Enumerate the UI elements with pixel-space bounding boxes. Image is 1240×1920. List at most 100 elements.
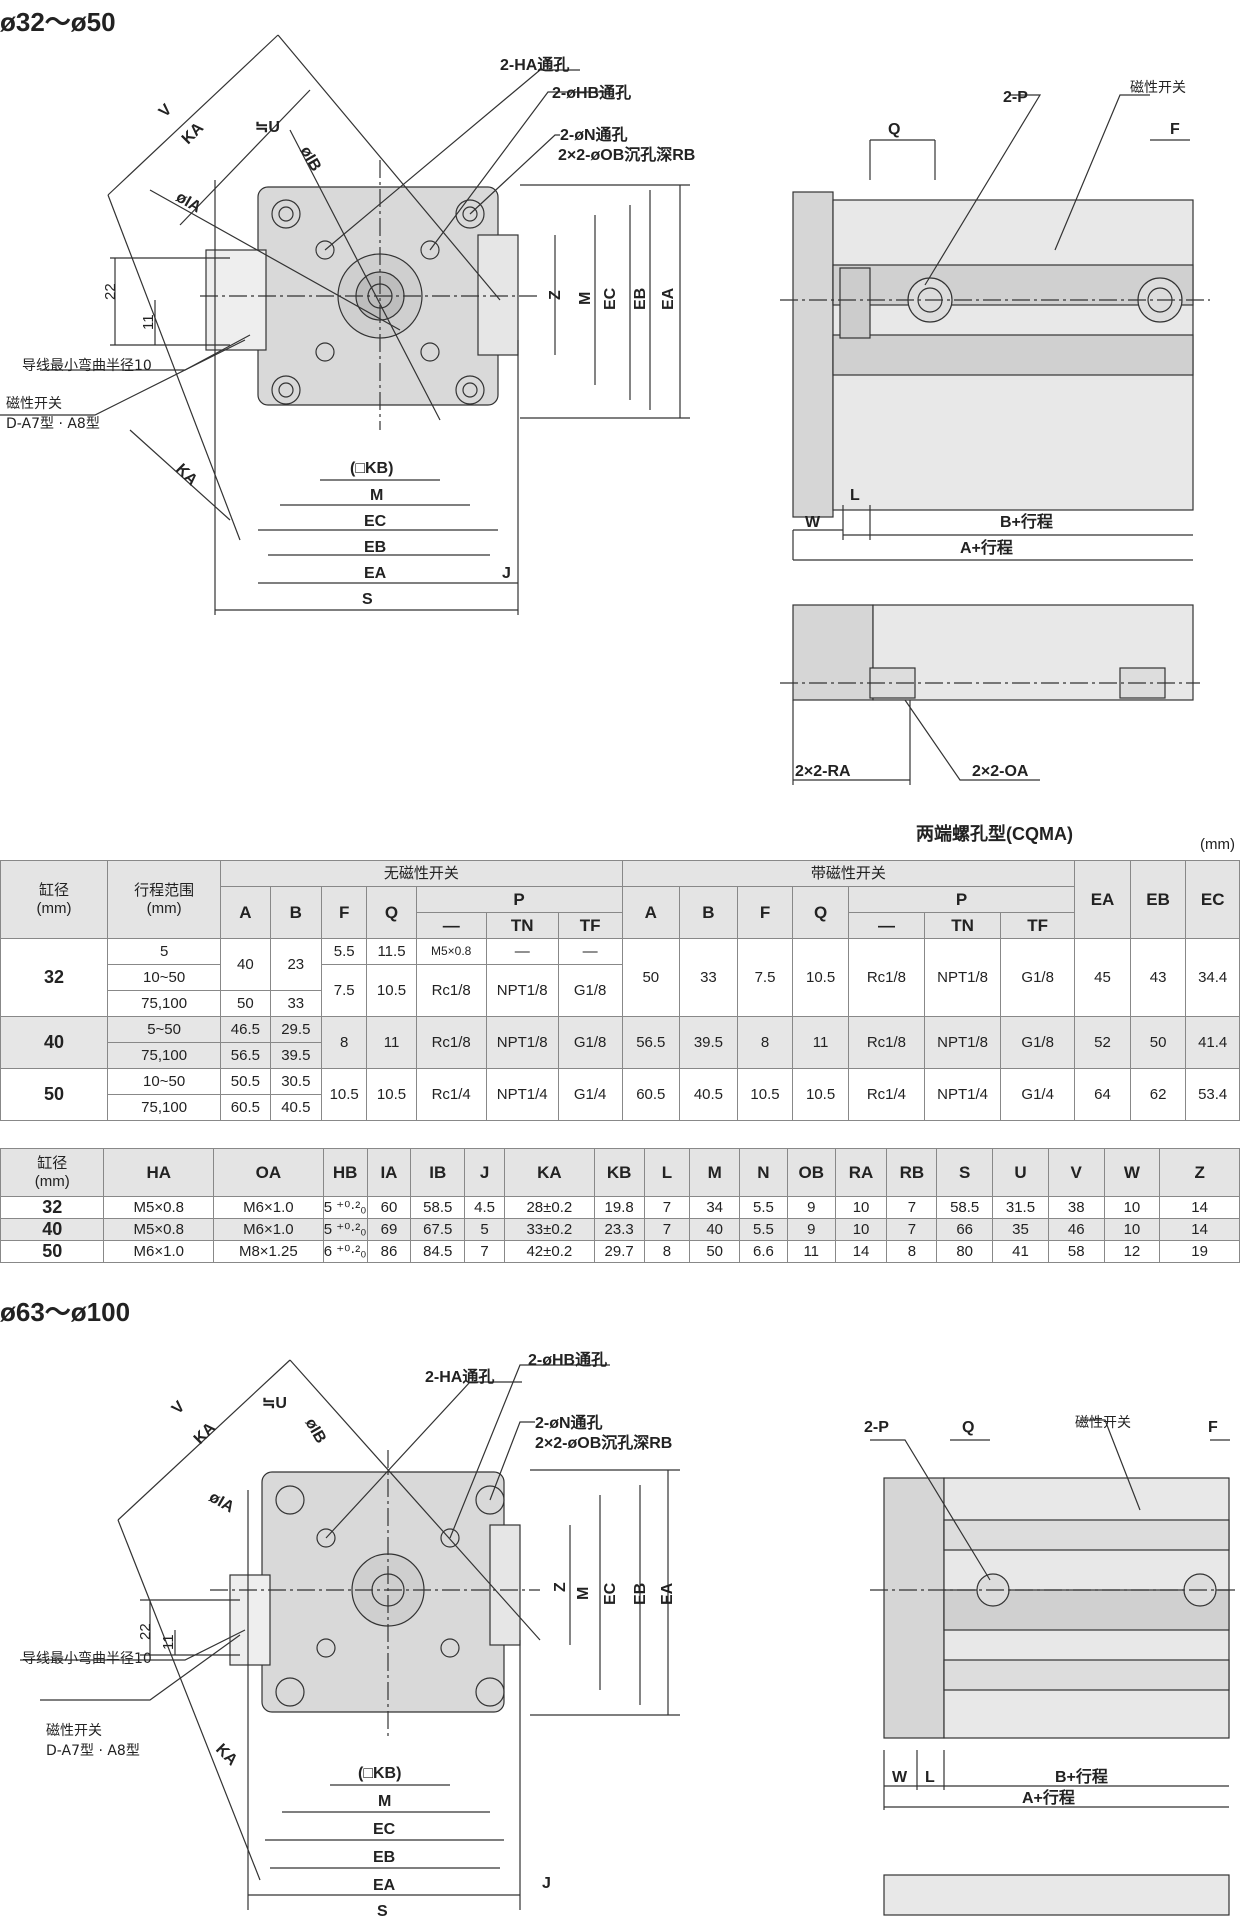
- col-header: W: [1103, 1148, 1161, 1197]
- cell: G1/4: [557, 1068, 623, 1121]
- label-mag-switch-side: 磁性开关: [1130, 80, 1186, 96]
- cell: G1/4: [1000, 1068, 1076, 1121]
- label-ib-large: øIB: [302, 1416, 330, 1447]
- col-header: M: [689, 1148, 741, 1197]
- cell: M8×1.25: [213, 1240, 324, 1263]
- label-hb-hole: 2-øHB通孔: [552, 84, 631, 102]
- cell: 10: [834, 1196, 888, 1219]
- cell: 41: [992, 1240, 1049, 1263]
- col-header: OB: [786, 1148, 836, 1197]
- label-a-stroke-large: A+行程: [1022, 1788, 1075, 1807]
- cell: 86: [366, 1240, 412, 1263]
- cell-bore: 40: [0, 1016, 109, 1069]
- col-p-tn-mag: TN: [924, 912, 1002, 939]
- col-a: A: [220, 886, 271, 939]
- label-2-p: 2-P: [1003, 89, 1028, 106]
- cell: 7: [886, 1218, 938, 1241]
- label-l-large: L: [925, 1769, 935, 1786]
- label-kb-large: (□KB): [358, 1765, 401, 1782]
- label-u-large: ≒U: [262, 1395, 287, 1412]
- cell-bore: 50: [0, 1240, 105, 1263]
- label-m: M: [370, 487, 383, 504]
- cell: Rc1/8: [415, 964, 487, 1017]
- cell: 35: [992, 1218, 1049, 1241]
- col-q: Q: [366, 886, 417, 939]
- cell: 8: [736, 1016, 794, 1069]
- cell: —: [557, 938, 623, 965]
- label-ec-large: EC: [373, 1821, 396, 1838]
- col-p-mag: P: [847, 886, 1076, 913]
- label-ka-large: KA: [191, 1419, 220, 1448]
- cell: 40.5: [679, 1068, 738, 1121]
- col-header: N: [739, 1148, 788, 1197]
- cell: 14: [1159, 1218, 1240, 1241]
- cell: 6.6: [739, 1240, 788, 1263]
- cell: Rc1/4: [415, 1068, 487, 1121]
- cell: 12: [1103, 1240, 1161, 1263]
- label-z: Z: [547, 290, 564, 300]
- cell: 39.5: [679, 1016, 738, 1069]
- label-ec-vertical: EC: [602, 287, 619, 310]
- table-row: 50 10~50 50.5 30.5 10.5 10.5 Rc1/4 NPT1/…: [0, 1068, 1240, 1121]
- cell: 40: [689, 1218, 741, 1241]
- cell: G1/8: [557, 964, 623, 1017]
- label-q: Q: [888, 121, 900, 138]
- label-11-large: 11: [160, 1634, 177, 1650]
- label-ra: 2×2-RA: [795, 763, 851, 780]
- col-p-dash-mag: —: [847, 912, 926, 939]
- mounting-hole-icon: [271, 199, 301, 229]
- unit-label: (mm): [1200, 836, 1235, 853]
- cell: 50.5: [220, 1068, 271, 1095]
- table-row: 75,100 60.5 40.5: [1, 1094, 1240, 1121]
- section-title-32-50: ø32～ø50: [0, 7, 116, 37]
- cell: 38: [1047, 1196, 1105, 1219]
- cell: M6×1.0: [213, 1218, 324, 1241]
- cell: 10.5: [736, 1068, 794, 1121]
- col-header: IA: [366, 1148, 412, 1197]
- cell: NPT1/8: [924, 938, 1002, 1017]
- label-eb-large: EB: [373, 1849, 395, 1866]
- table-row: 75,100 56.5 39.5: [1, 1042, 1240, 1069]
- label-mag-switch-side-large: 磁性开关: [1075, 1415, 1131, 1431]
- model-caption: 两端螺孔型(CQMA): [916, 824, 1073, 844]
- label-m-vertical: M: [577, 292, 594, 305]
- cell: 8: [643, 1240, 691, 1263]
- cell: 33: [679, 938, 738, 1017]
- col-b-mag: B: [679, 886, 738, 939]
- label-eb: EB: [364, 539, 386, 556]
- cell: 11: [792, 1016, 849, 1069]
- label-lead-radius: 导线最小弯曲半径10: [22, 357, 152, 374]
- cell: 5: [464, 1218, 506, 1241]
- col-q-mag: Q: [792, 886, 849, 939]
- cell: NPT1/4: [924, 1068, 1002, 1121]
- cell: 62: [1129, 1068, 1187, 1121]
- cell: 29.5: [269, 1016, 323, 1043]
- mounting-hole-icon: [271, 375, 301, 405]
- cell: 46.5: [220, 1016, 271, 1043]
- label-kb: (□KB): [350, 460, 393, 477]
- label-ia: øIA: [173, 189, 204, 217]
- col-header: RB: [886, 1148, 938, 1197]
- label-ec: EC: [364, 513, 387, 530]
- label-s-large: S: [377, 1903, 388, 1920]
- label-ob-hole: 2×2-øOB沉孔深RB: [558, 145, 695, 164]
- label-a-stroke: A+行程: [960, 538, 1013, 557]
- cell: 10.5: [792, 1068, 849, 1121]
- top-drawing: 2-HA通孔 2-øHB通孔 2-øN通孔 2×2-øOB沉孔深RB V KA …: [0, 34, 1210, 785]
- col-header: RA: [834, 1148, 888, 1197]
- label-q-large: Q: [962, 1419, 974, 1436]
- mounting-hole-icon: [275, 1485, 305, 1515]
- col-header: J: [464, 1148, 506, 1197]
- cell: 5 ⁺⁰·²₀: [322, 1196, 368, 1219]
- col-header: Z: [1159, 1148, 1240, 1197]
- label-2-p-large: 2-P: [864, 1419, 889, 1436]
- label-mag-switch: 磁性开关: [6, 396, 62, 412]
- cell: NPT1/8: [924, 1016, 1002, 1069]
- cell: 29.7: [593, 1240, 645, 1263]
- label-n-hole: 2-øN通孔: [560, 126, 628, 144]
- label-ec-vertical-large: EC: [602, 1582, 619, 1605]
- cell: 80: [936, 1240, 994, 1263]
- cell: G1/8: [1000, 938, 1076, 1017]
